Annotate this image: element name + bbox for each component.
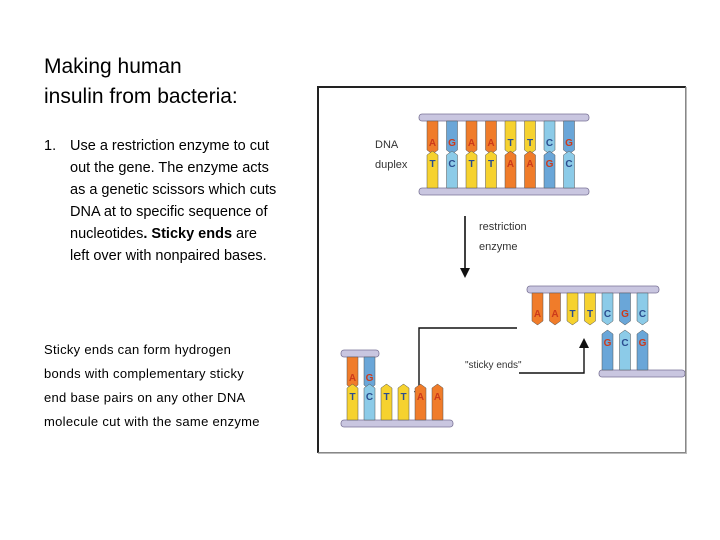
- left-fragment-lower-base-2-letter: T: [383, 392, 389, 403]
- right-fragment-upper-base-1-letter: A: [551, 309, 558, 320]
- right-fragment-lower-base-2-shape: [636, 329, 649, 371]
- top-duplex-lower-base-7-letter: C: [565, 159, 572, 170]
- left-fragment-lower-base-4-letter: A: [417, 392, 424, 403]
- left-fragment-upper-base-0-letter: A: [349, 373, 356, 384]
- left-fragment-lower-base-0-shape: [346, 383, 359, 421]
- right-fragment-upper-base-6-shape: [636, 292, 649, 326]
- duplex-label: duplex: [375, 159, 408, 171]
- right-fragment-upper-base-2-letter: T: [569, 309, 575, 320]
- top-duplex-upper-base-6-letter: C: [546, 138, 553, 149]
- left-fragment-lower-base-2-shape: [380, 383, 393, 421]
- left-fragment-lower-base-4-shape: [414, 383, 427, 421]
- right-strand-lower: [598, 369, 685, 378]
- top-duplex-lower-base-7-shape: [563, 150, 575, 189]
- sticky-ends-note: Sticky ends can form hydrogen bonds with…: [44, 342, 260, 429]
- top-duplex-upper-base-2-shape: [465, 120, 478, 155]
- top-duplex-lower-base-2-letter: T: [468, 159, 474, 170]
- right-fragment-upper-base-3-letter: T: [587, 309, 593, 320]
- right-fragment-upper-base-3-shape: [584, 292, 596, 326]
- right-fragment-upper-base-0-shape: [531, 292, 544, 326]
- top-duplex-lower-base-4-letter: A: [507, 159, 514, 170]
- top-duplex-lower-base-3-letter: T: [488, 159, 494, 170]
- top-strand-lower: [418, 187, 590, 196]
- top-duplex-upper-base-0-shape: [426, 120, 439, 155]
- right-pointer-head: [579, 338, 589, 348]
- top-duplex-lower-base-2-shape: [465, 150, 478, 189]
- right-fragment-upper-base-0-letter: A: [534, 309, 541, 320]
- top-duplex-upper-base-6-shape: [543, 120, 556, 155]
- sticky-ends-term: . Sticky ends: [143, 226, 233, 242]
- left-fragment-lower-base-3-shape: [397, 383, 410, 421]
- top-duplex-upper-base-3-shape: [485, 120, 497, 155]
- right-fragment-upper-base-2-shape: [566, 292, 579, 326]
- step-text-continued: are left over with nonpaired bases.: [70, 226, 267, 264]
- left-pointer-line: [418, 327, 517, 393]
- top-duplex-upper-base-7-shape: [563, 120, 575, 155]
- right-fragment-upper-base-6-letter: C: [639, 309, 646, 320]
- top-duplex-lower-base-4-shape: [504, 150, 517, 189]
- right-fragment-upper-base-1-shape: [549, 292, 561, 326]
- top-duplex-lower-base-0-shape: [426, 150, 439, 189]
- dna-label: DNA: [375, 139, 399, 151]
- restriction-label: restriction: [479, 221, 527, 233]
- step-1: 1. Use a restriction enzyme to cut out t…: [44, 135, 279, 267]
- top-duplex-lower-base-5-letter: A: [526, 159, 533, 170]
- slide-title: Making human insulin from bacteria:: [44, 52, 304, 112]
- top-duplex-lower-base-1-letter: C: [448, 159, 455, 170]
- top-duplex-lower-base-0-letter: T: [429, 159, 435, 170]
- right-fragment-lower-base-0-letter: G: [604, 338, 612, 349]
- right-fragment-lower-base-2-letter: G: [639, 338, 647, 349]
- top-duplex-upper-base-1-letter: G: [448, 138, 456, 149]
- left-fragment-lower-base-3-letter: T: [400, 392, 406, 403]
- left-fragment-lower-base-5-shape: [431, 383, 444, 421]
- left-fragment-lower-base-1-letter: C: [366, 392, 373, 403]
- right-fragment-lower-base-1-letter: C: [621, 338, 628, 349]
- left-fragment-upper-base-1-letter: G: [366, 373, 374, 384]
- top-duplex-upper-base-5-shape: [524, 120, 536, 155]
- top-duplex-upper-base-5-letter: T: [527, 138, 533, 149]
- top-duplex-upper-base-1-shape: [446, 120, 458, 155]
- right-pointer-line: [519, 346, 585, 374]
- step-body: Use a restriction enzyme to cut out the …: [70, 135, 279, 267]
- top-duplex-lower-base-6-shape: [543, 150, 556, 189]
- left-strand-lower: [340, 419, 454, 428]
- top-duplex-lower-base-3-shape: [485, 150, 497, 189]
- right-fragment-upper-base-4-letter: C: [604, 309, 611, 320]
- top-duplex-upper-base-4-letter: T: [507, 138, 513, 149]
- top-duplex-upper-base-7-letter: G: [565, 138, 573, 149]
- left-fragment-lower-base-0-letter: T: [349, 392, 355, 403]
- step-number: 1.: [44, 138, 57, 154]
- restriction-enzyme-diagram: DNA duplex restriction enzyme "sticky en…: [317, 86, 686, 453]
- top-duplex-upper-base-2-letter: A: [468, 138, 475, 149]
- left-strand-upper: [340, 349, 380, 358]
- right-fragment-upper-base-5-letter: G: [621, 309, 629, 320]
- sticky-ends-label: "sticky ends": [465, 360, 522, 371]
- title-line-2: insulin from bacteria:: [44, 85, 238, 108]
- top-duplex-upper-base-4-shape: [504, 120, 517, 155]
- top-duplex-upper-base-0-letter: A: [429, 138, 436, 149]
- right-fragment-lower-base-1-shape: [619, 329, 631, 371]
- right-strand-upper: [526, 285, 660, 294]
- right-fragment-upper-base-5-shape: [619, 292, 631, 326]
- top-duplex-lower-base-5-shape: [524, 150, 536, 189]
- left-fragment-lower-base-1-shape: [363, 383, 376, 421]
- diagram-canvas: DNA duplex restriction enzyme "sticky en…: [340, 113, 685, 428]
- step-text: Use a restriction enzyme to cut out the …: [70, 138, 277, 242]
- top-strand-upper: [418, 113, 590, 122]
- left-fragment-lower-base-5-letter: A: [434, 392, 441, 403]
- top-duplex-upper-base-3-letter: A: [487, 138, 494, 149]
- cut-arrow-head: [460, 268, 470, 278]
- title-line-1: Making human: [44, 55, 182, 78]
- right-fragment-upper-base-4-shape: [601, 292, 614, 326]
- top-duplex-lower-base-1-shape: [446, 150, 458, 189]
- enzyme-label: enzyme: [479, 241, 518, 253]
- right-fragment-lower-base-0-shape: [601, 329, 614, 371]
- top-duplex-lower-base-6-letter: G: [546, 159, 554, 170]
